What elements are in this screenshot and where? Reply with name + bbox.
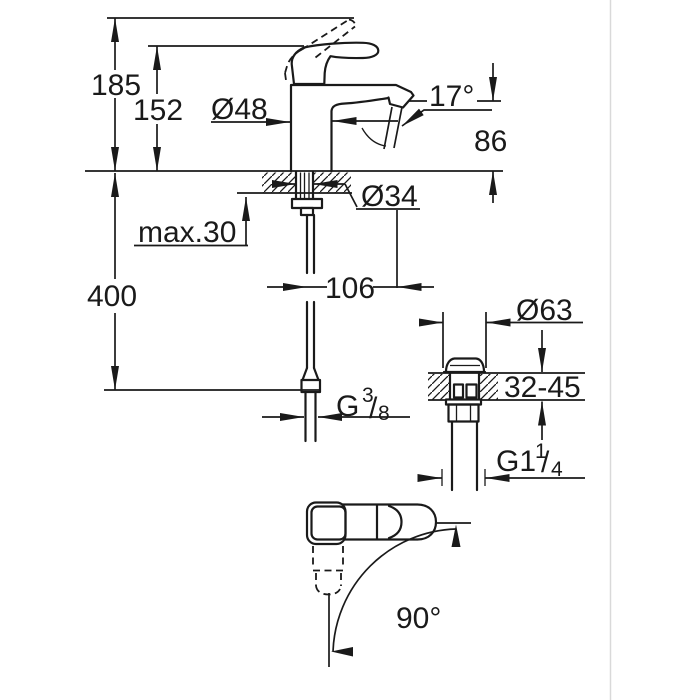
hidden-body-dashed [312,546,344,596]
waste-thread-numerator: 1 [535,440,547,463]
dim-34-leader [344,183,358,208]
waste-window-right [465,383,478,399]
supply-thread-prefix: G [336,390,359,423]
waste-thread-prefix: G1 [496,445,536,478]
dim-34-label: Ø34 [361,180,418,213]
counter-hatch-right [313,172,351,193]
dim-max30-label: max.30 [138,216,236,249]
dim-waste-thread-g114: G1 1 / 4 [417,440,585,486]
dim-86-label: 86 [474,125,507,158]
dim-supply-thread-g38: G 3 / 8 [262,384,410,425]
dim-flange-diameter-63: Ø63 [419,294,583,368]
swivel-arc-arrow-bottom [331,647,353,657]
faucet-side-view [85,18,503,443]
dim-body-diameter-48: Ø48 [211,93,398,126]
dim-spout-height-86: 86 [474,63,507,203]
dim-waste-deck-range-3245: 32-45 [504,330,581,440]
supply-thread-slash: / [369,392,378,425]
mounting-nut [290,197,324,210]
waste-dome-cap [444,357,486,374]
dim-17-label: 17° [429,80,474,113]
hose-fitting [300,378,322,394]
counter-hatch-left [262,172,296,193]
swivel-arc [332,528,457,652]
water-stream [361,106,403,150]
dim-48-label: Ø48 [211,93,268,126]
waste-thread-slash: / [541,446,550,479]
handle-grip-step [387,504,403,540]
waste-nut [447,403,480,423]
dim-hose-length-400: 400 [87,173,321,391]
dim-400-label: 400 [87,280,137,313]
faucet-lever-closed [290,41,380,86]
dim-lever-height-152: 152 [133,45,304,171]
handle-cap-inner [310,505,347,541]
handle-top-view [305,501,471,667]
supply-hose [300,213,322,443]
waste-thread-denominator: 4 [551,458,563,481]
swivel-arc-arrow-top [451,524,461,547]
dim-90-label: 90° [396,602,441,635]
waste-window-left [452,383,465,399]
dim-63-label: Ø63 [516,294,573,327]
faucet-lever-raised-dashed [284,18,356,85]
stream-angle-arc [361,127,387,147]
waste-counter-hatch-right [479,374,498,400]
dim-hole-diameter-34: Ø34 [272,180,420,213]
faucet-spout-underside [330,96,390,173]
waste-assembly [428,357,585,492]
dim-152-label: 152 [133,94,183,127]
dim-185-label: 185 [91,69,141,102]
dim-3245-label: 32-45 [504,371,581,404]
supply-thread-denominator: 8 [378,402,390,425]
dim-spout-reach-106: 106 [267,210,434,305]
angle-leader [401,108,492,127]
dim-106-label: 106 [325,272,375,305]
dim-max-deck-30: max.30 [134,197,250,249]
waste-counter-hatch-left [428,374,450,400]
dim-total-height-185: 185 [91,17,354,171]
dim-stream-angle-17: 17° [401,80,501,127]
dim-swivel-angle-90: 90° [331,524,461,657]
mounting-shank [290,170,324,217]
supply-thread-numerator: 3 [362,384,374,407]
